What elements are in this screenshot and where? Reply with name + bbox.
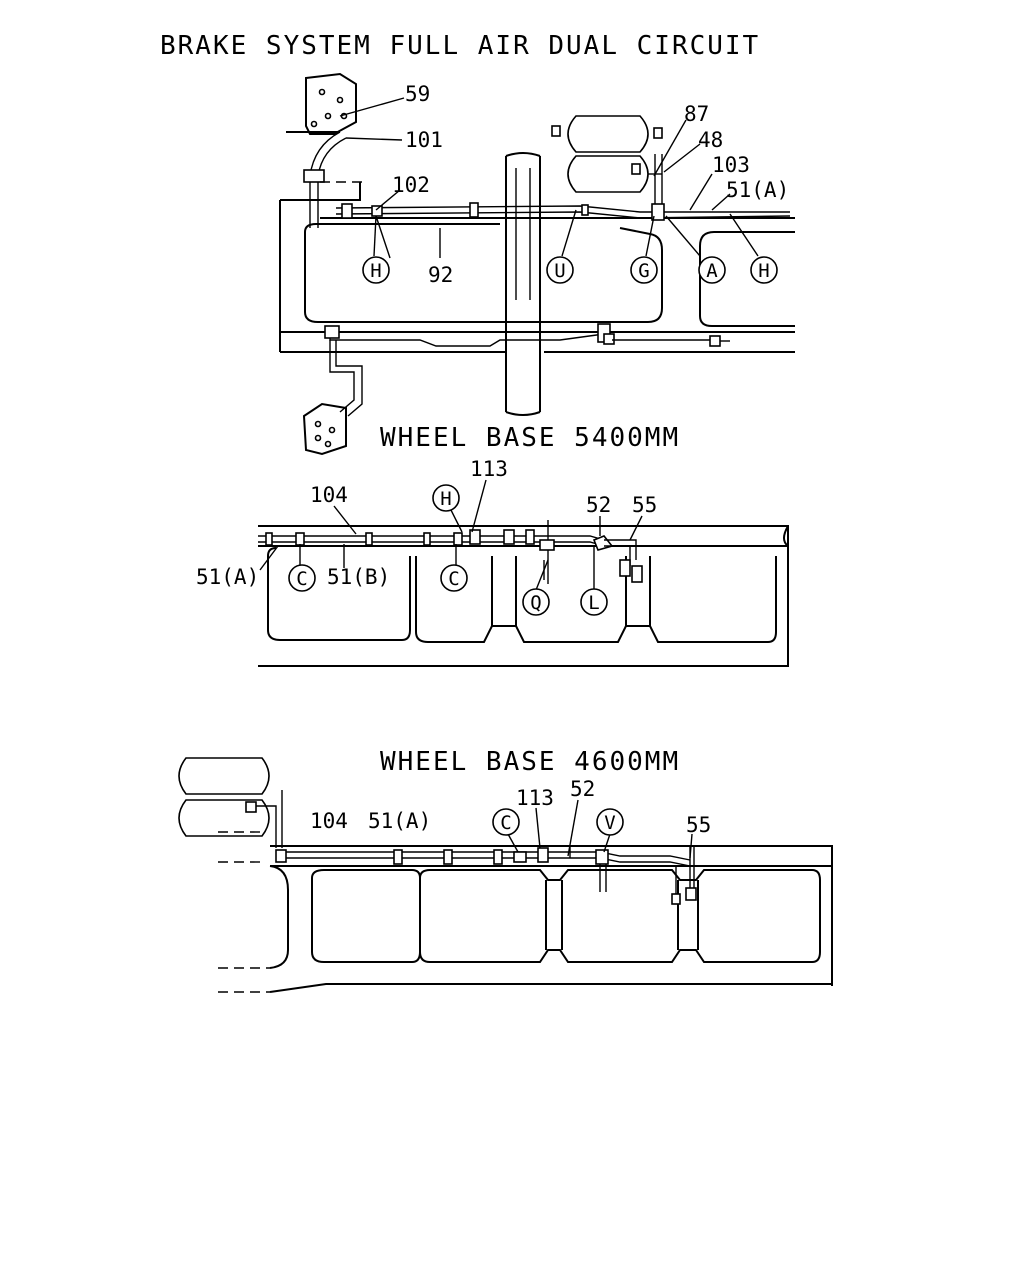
callout-g: G: [630, 256, 658, 284]
bracket-lower: [302, 402, 347, 456]
callout-l: L: [580, 588, 608, 616]
label-51a: 51(A): [196, 565, 259, 589]
diagram-title: BRAKE SYSTEM FULL AIR DUAL CIRCUIT: [160, 31, 760, 61]
label-104: 104: [310, 483, 348, 507]
label-51a: 51(A): [726, 178, 789, 202]
label-113: 113: [516, 786, 554, 810]
wb5400-view: 113 104 52 55 51(A) 51(B) H C C Q L: [196, 457, 789, 667]
callout-c: C: [492, 808, 520, 836]
svg-text:G: G: [638, 260, 649, 282]
label-51b: 51(B): [327, 565, 390, 589]
svg-text:H: H: [440, 488, 451, 510]
svg-text:Q: Q: [530, 592, 541, 614]
label-51a: 51(A): [368, 809, 431, 833]
label-102: 102: [392, 173, 430, 197]
subtitle-wb5400: WHEEL BASE 5400MM: [380, 423, 680, 453]
label-55: 55: [686, 813, 711, 837]
svg-text:C: C: [296, 568, 307, 590]
label-92: 92: [428, 263, 453, 287]
svg-text:L: L: [588, 592, 599, 614]
callout-a: A: [698, 256, 726, 284]
bracket-59: [286, 72, 357, 135]
callout-v: V: [596, 808, 624, 836]
label-55: 55: [632, 493, 657, 517]
callout-c: C: [288, 564, 316, 592]
label-104: 104: [310, 809, 348, 833]
svg-text:C: C: [500, 812, 511, 834]
label-103: 103: [712, 153, 750, 177]
callout-h: H: [432, 484, 460, 512]
label-101: 101: [405, 128, 443, 152]
label-113: 113: [470, 457, 508, 481]
label-48: 48: [698, 128, 723, 152]
label-52: 52: [570, 777, 595, 801]
svg-text:C: C: [448, 568, 459, 590]
subtitle-wb4600: WHEEL BASE 4600MM: [380, 747, 680, 777]
callout-h-2: H: [750, 256, 778, 284]
svg-text:A: A: [706, 260, 718, 282]
svg-text:V: V: [604, 812, 615, 834]
label-52: 52: [586, 493, 611, 517]
top-view: 59 101 102 92 87 48 103 51(A) H U G A H: [279, 72, 795, 456]
label-87: 87: [684, 102, 709, 126]
label-59: 59: [405, 82, 430, 106]
air-tanks: [178, 757, 283, 848]
svg-text:H: H: [758, 260, 769, 282]
callout-u: U: [546, 256, 574, 284]
air-tanks: [551, 115, 665, 221]
callout-q: Q: [522, 588, 550, 616]
svg-text:H: H: [370, 260, 381, 282]
svg-text:U: U: [554, 260, 565, 282]
callout-c-2: C: [440, 564, 468, 592]
callout-h: H: [362, 256, 390, 284]
wb4600-view: 104 51(A) 113 52 55 C V: [178, 757, 833, 993]
